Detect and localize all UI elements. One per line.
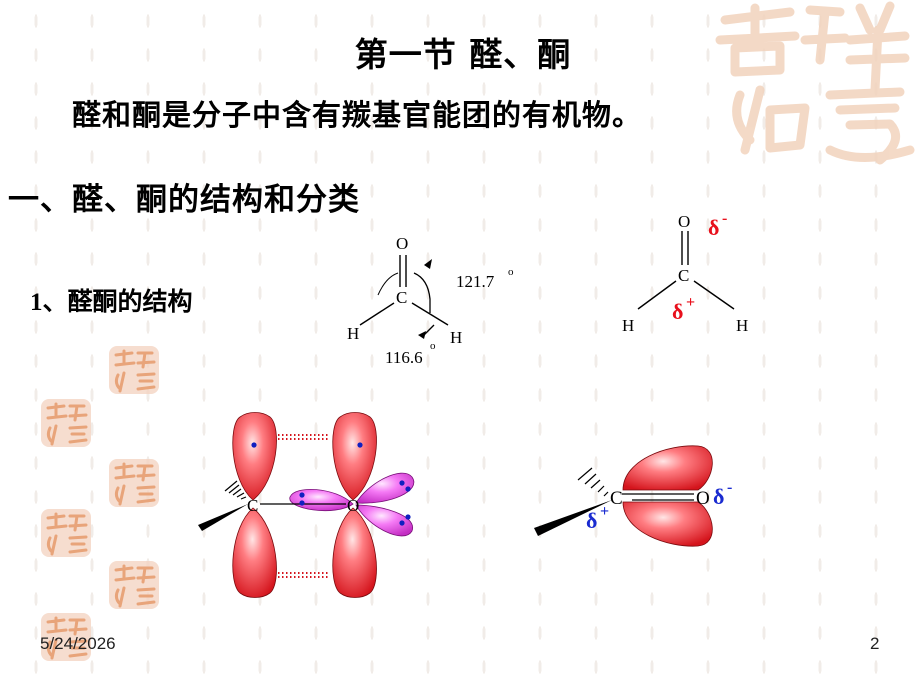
polar-delta-minus-sign: -: [727, 479, 732, 496]
subheading: 1、醛酮的结构: [30, 282, 193, 318]
polar-delta-plus-symbol: δ: [586, 508, 597, 533]
polar-delta-plus-sign: +: [600, 503, 609, 520]
seal-stamp-icon: [41, 613, 91, 661]
delta-plus-symbol: δ: [672, 299, 683, 324]
orbital-o-label: O: [347, 496, 359, 515]
auspicious-seal-watermark-icon: [715, 1, 915, 165]
atom-c-label: C: [396, 288, 407, 307]
angle-hch-label: 116.6: [385, 348, 423, 367]
delta-plus-sign: +: [686, 294, 695, 311]
polar-o-label: O: [696, 488, 710, 509]
footer-date: 5/24/2026: [40, 634, 116, 653]
polar-c-label: C: [610, 488, 623, 509]
subheading-text: 、醛酮的结构: [42, 287, 193, 316]
angle-hco-degree: o: [508, 266, 514, 278]
atom-h-right-label: H: [736, 316, 748, 335]
angle-hch-degree: o: [430, 340, 436, 352]
pi-orbital-diagram: C O: [198, 412, 415, 598]
subheading-number: 1: [30, 289, 43, 316]
polar-orbital-diagram: C O δ - δ +: [534, 445, 732, 547]
orbital-c-label: C: [247, 496, 258, 515]
atom-h-right-label: H: [450, 328, 462, 347]
atom-c-label: C: [678, 266, 689, 285]
section-heading: 一、醛、酮的结构和分类: [8, 182, 360, 218]
angle-hco-label: 121.7: [456, 272, 495, 291]
formaldehyde-angle-diagram: O C H H 121.7 o 116.6 o: [347, 234, 514, 367]
seal-stamp-icon: [41, 399, 91, 447]
atom-o-label: O: [678, 212, 690, 231]
intro-sentence: 醛和酮是分子中含有羰基官能团的有机物。: [72, 98, 643, 132]
atom-o-label: O: [396, 234, 408, 253]
seal-stamp-icon: [109, 346, 159, 394]
page-number: 2: [870, 634, 880, 653]
seal-stamp-icon: [109, 459, 159, 507]
atom-h-left-label: H: [622, 316, 634, 335]
atom-h-left-label: H: [347, 324, 359, 343]
seal-stamp-icon: [41, 509, 91, 557]
delta-minus-symbol: δ: [708, 215, 719, 240]
polar-delta-minus-symbol: δ: [713, 484, 724, 509]
delta-minus-sign: -: [722, 210, 727, 227]
formaldehyde-polarity-diagram: O C H H δ - δ +: [622, 210, 748, 335]
seal-stamp-icon: [109, 561, 159, 609]
slide-title: 第一节 醛、酮: [354, 35, 572, 74]
